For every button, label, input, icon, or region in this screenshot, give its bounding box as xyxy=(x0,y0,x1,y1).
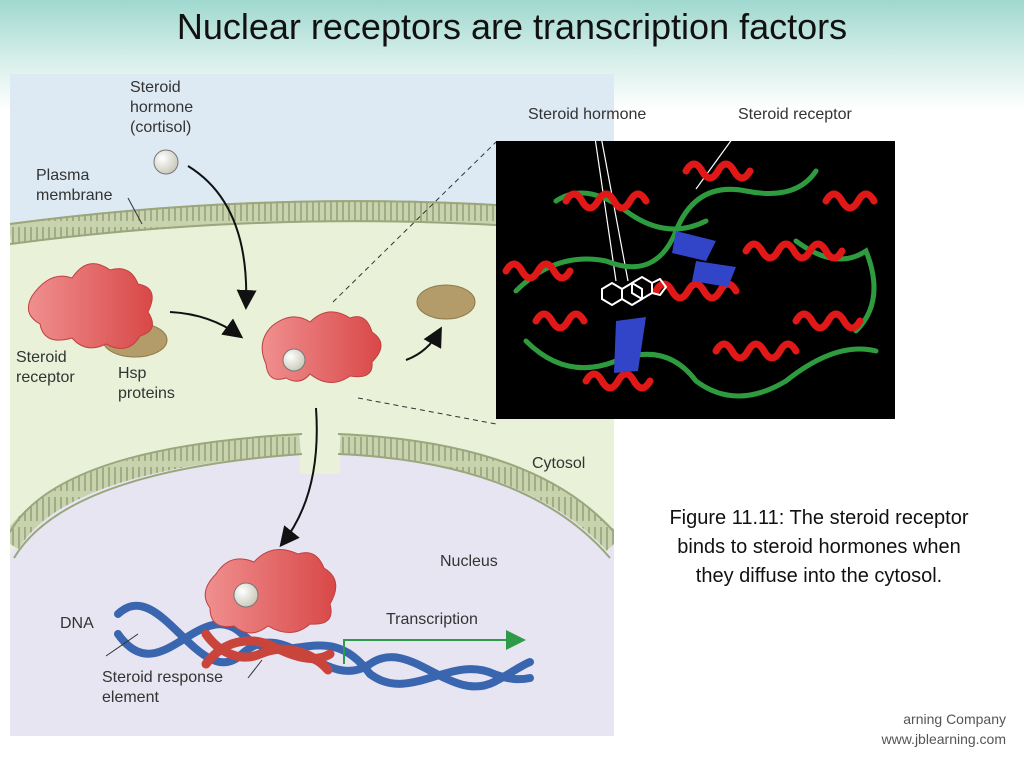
receptor-binding-arrow xyxy=(169,311,244,339)
label-transcription: Transcription xyxy=(386,611,478,628)
slide-title: Nuclear receptors are transcription fact… xyxy=(176,6,848,47)
label-nucleus: Nucleus xyxy=(440,553,498,570)
figure-caption: Figure 11.11: The steroid receptor binds… xyxy=(669,507,969,587)
receptor-on-dna xyxy=(204,549,337,634)
alpha-helices xyxy=(502,160,878,392)
bound-hormone-molecule xyxy=(282,348,306,372)
steroid-response-element-strand-2 xyxy=(201,636,335,669)
protein-structure-inset xyxy=(496,130,895,419)
hormone-on-dna-receptor xyxy=(233,582,259,608)
hsp-release-arrow xyxy=(405,326,442,361)
inset-label-steroid-receptor: Steroid receptor xyxy=(738,106,852,123)
nuclear-envelope-left xyxy=(10,434,301,550)
dna-strand-1 xyxy=(114,601,534,691)
membrane-leader-line xyxy=(127,197,143,225)
nuclear-import-arrow xyxy=(279,407,318,548)
bound-steroid-ligand xyxy=(601,275,668,307)
inset-label-steroid-hormone: Steroid hormone xyxy=(528,106,647,123)
hormone-receptor-complex xyxy=(261,311,382,383)
credit-url: www.jblearning.com xyxy=(881,731,1007,747)
sre-leader-line xyxy=(247,659,263,679)
hormone-pointer-line xyxy=(593,130,617,282)
steroid-hormone-molecule xyxy=(153,149,179,175)
hormone-entry-arrow xyxy=(187,165,257,310)
coil-segments xyxy=(513,168,879,399)
inset-connector-bottom xyxy=(357,397,497,425)
inset-connector-top xyxy=(332,141,497,303)
label-cytosol: Cytosol xyxy=(532,455,586,472)
beta-sheets xyxy=(614,231,736,373)
protein-ribbon-drawing xyxy=(496,130,895,419)
credit-company: arning Company xyxy=(903,711,1006,727)
steroid-receptor-shape xyxy=(27,263,153,349)
dna-leader-line xyxy=(105,633,139,657)
dna-strand-2 xyxy=(114,620,534,688)
receptor-pointer-line xyxy=(695,130,739,190)
transcription-arrow xyxy=(343,630,526,664)
released-hsp-protein xyxy=(416,284,476,320)
label-dna: DNA xyxy=(60,615,94,632)
publisher-credit: arning Company www.jblearning.com xyxy=(882,709,1007,749)
nuclear-envelope-right xyxy=(339,434,614,551)
